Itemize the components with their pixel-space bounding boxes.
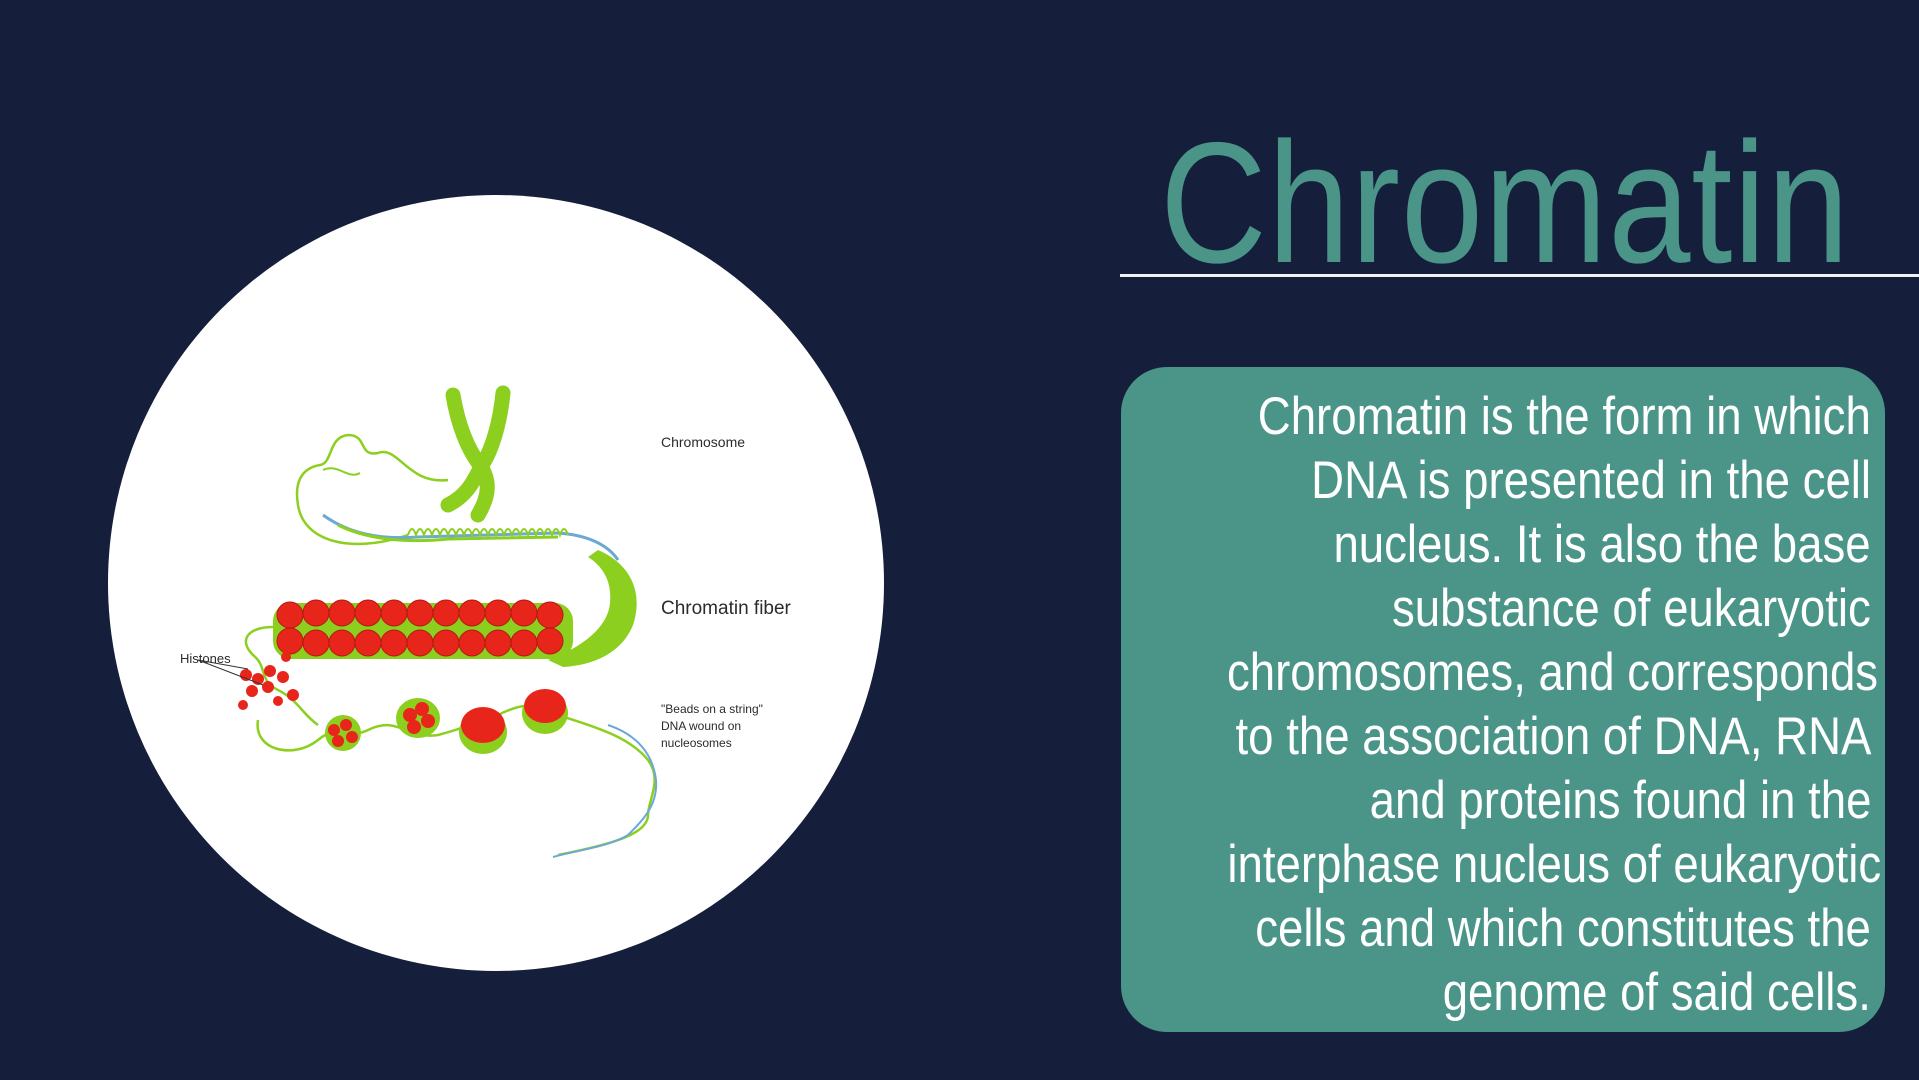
dna-strand [295,433,620,561]
description-line: to the association of DNA, RNA [1235,707,1871,766]
chromatin-diagram: Chromosome Chromatin fiber Histones "Bea… [180,385,792,858]
label-beads-line3: nucleosomes [661,736,732,750]
slide-title: Chromatin [1160,107,1851,299]
description-line: substance of eukaryotic [1392,579,1871,638]
label-chromatin-fiber: Chromatin fiber [661,598,792,619]
solenoid-beads [276,599,564,657]
description-line: cells and which constitutes the [1255,899,1871,958]
description-line: Chromatin is the form in which [1257,387,1871,446]
description-line: nucleus. It is also the base [1333,515,1871,574]
label-chromosome: Chromosome [661,434,745,450]
chromosome-shape [440,385,511,523]
beads-string [256,704,656,857]
description-box: Chromatin is the form in which DNA is pr… [1121,367,1885,1032]
fiber-swoosh [548,550,637,667]
diagram-circle: Chromosome Chromatin fiber Histones "Bea… [108,195,884,971]
label-histones: Histones [180,651,231,666]
histone-pointer [197,659,264,686]
histone-dots [238,652,299,710]
description-line: genome of said cells. [1442,963,1871,1022]
linker-dna [244,625,319,727]
naked-dna [552,724,658,858]
label-beads-line2: DNA wound on [661,719,741,733]
description-line: and proteins found in the [1369,771,1871,830]
title-underline [1120,274,1919,277]
label-beads-line1: "Beads on a string" [661,702,763,716]
nucleosomes [325,689,568,754]
description-line: interphase nucleus of eukaryotic [1227,835,1882,894]
description-line: DNA is presented in the cell [1311,451,1871,510]
description-line: chromosomes, and corresponds [1226,643,1879,702]
